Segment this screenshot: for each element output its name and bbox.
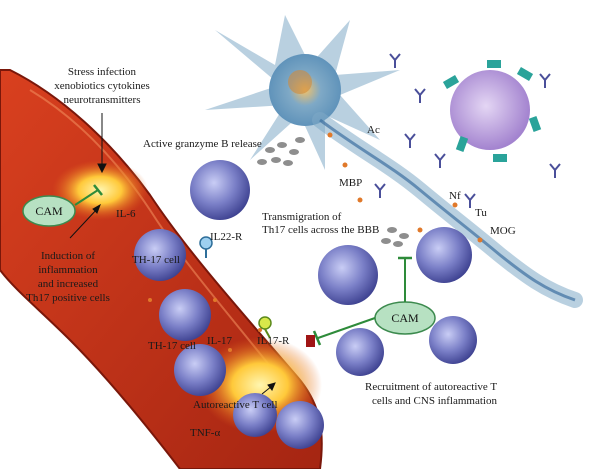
t-cell [233,393,277,437]
stress-label-line-2: xenobiotics cytokines [54,80,150,92]
th17-cell-label-1: TH-17 cell [132,254,180,266]
il6-label: IL-6 [116,208,136,220]
t-cell [134,229,186,281]
cytokine-particles [148,132,483,352]
il17-receptor [258,316,272,339]
cam-right-node [306,256,436,347]
recruitment-label-line-1: Recruitment of autoreactive T [365,381,497,393]
induction-label-line-4: Th17 positive cells [26,292,110,304]
induction-label-line-1: Induction of [41,250,95,262]
mog-label: MOG [490,225,516,237]
il17r-label: IL17-R [257,335,290,347]
il17-label: IL-17 [207,335,233,347]
transmigration-label-line-2: Th17 cells across the BBB [262,224,379,236]
t-cell [416,227,472,283]
cam-left-label: CAM [35,204,63,218]
cam-right-label: CAM [391,311,419,325]
th17-cell-label-2: TH-17 cell [148,340,196,352]
t-cell [336,328,384,376]
nf-label: Nf [449,190,461,202]
stress-label-line-1: Stress infection [68,66,137,78]
tu-label: Tu [475,207,487,219]
il22-receptor [199,236,213,258]
ac-label: Ac [367,124,380,136]
stress-label-line-3: neurotransmitters [64,94,141,106]
arrows [69,113,276,395]
vessel-inner-wall [29,89,286,386]
t-cell [174,344,226,396]
t-cells-in-cns [190,160,477,376]
transmigration-label-line-1: Transmigration of [262,211,342,223]
tnf-label: TNF-α [190,427,220,439]
t-cell [159,289,211,341]
t-cell [190,160,250,220]
induction-label-line-2: inflammation [38,264,98,276]
cam-left-node [22,184,103,227]
recruitment-label-line-2: cells and CNS inflammation [372,395,497,407]
granzyme-granules [257,137,409,247]
antibodies [374,53,561,208]
granzyme-label: Active granzyme B release [143,138,262,150]
mbp-label: MBP [339,177,362,189]
t-cells-in-vessel [134,229,324,449]
t-cell [318,245,378,305]
microglia-cell [442,60,542,162]
dendritic-cell [205,15,400,170]
induction-label-line-3: and increased [38,278,99,290]
autoreactive-label: Autoreactive T cell [193,399,278,411]
nerve-fiber-core [319,118,576,302]
t-cell [276,401,324,449]
il22r-label: IL22-R [210,231,243,243]
t-cell [429,316,477,364]
